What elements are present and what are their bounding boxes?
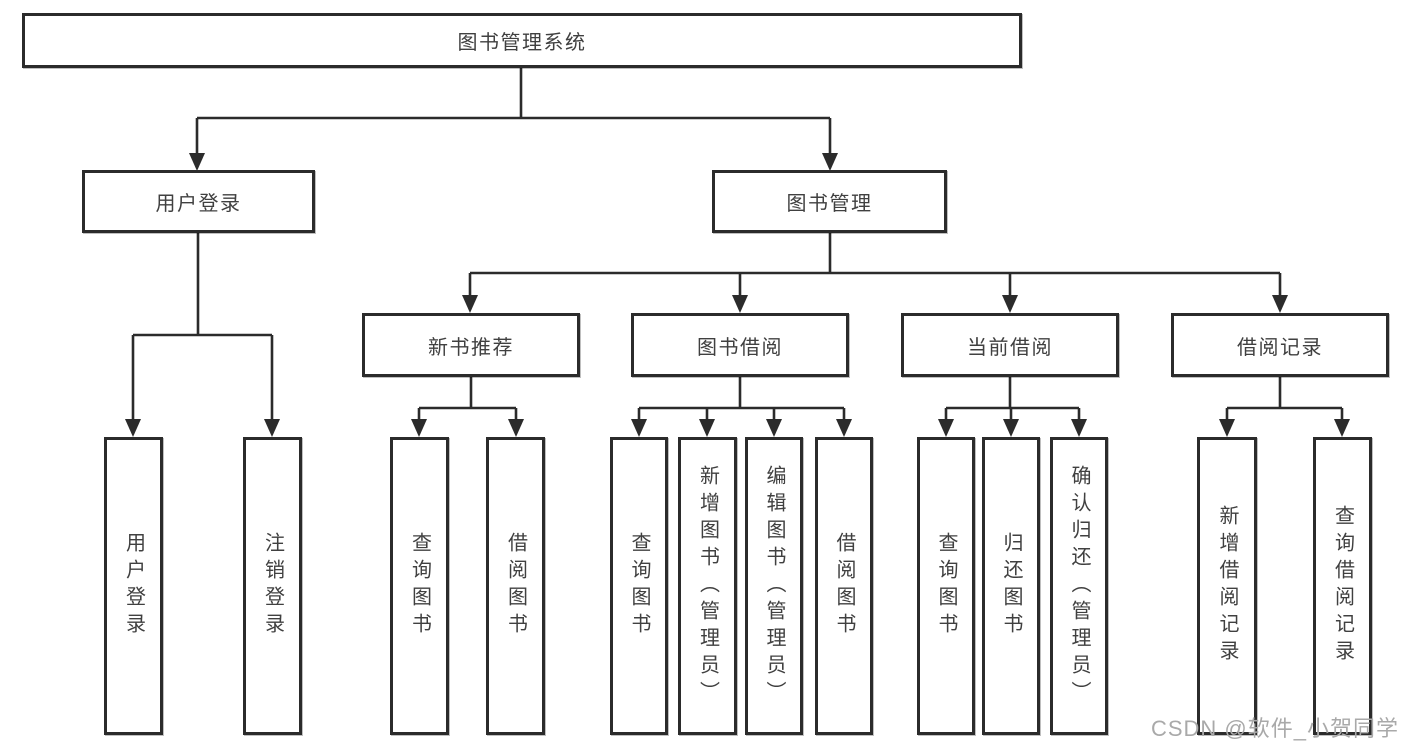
- leaf-user-login: 用户登录: [104, 437, 163, 735]
- leaf-borrow-books-1: 借阅图书: [486, 437, 545, 735]
- node-label: 查询借阅记录: [1331, 505, 1354, 667]
- leaf-query-books-3: 查询图书: [917, 437, 975, 735]
- wire-book-borrowing-children: [631, 377, 852, 437]
- node-label: 用户登录: [155, 193, 242, 215]
- node-label: 新书推荐: [428, 336, 514, 359]
- wire-current-borrowing-children: [938, 377, 1087, 437]
- csdn-watermark: CSDN @软件_小贺同学: [1150, 716, 1399, 741]
- node-label: 用户登录: [122, 532, 145, 640]
- node-current-borrowing: 当前借阅: [901, 313, 1119, 377]
- wire-root-to-level2: [189, 68, 838, 171]
- leaf-add-books-admin: 新增图书（管理员）: [678, 437, 737, 735]
- node-label: 查询图书: [935, 532, 957, 640]
- node-book-borrowing: 图书借阅: [631, 313, 849, 377]
- leaf-confirm-return-admin: 确认归还（管理员）: [1050, 437, 1108, 735]
- wire-user-login-children: [125, 233, 280, 437]
- leaf-add-borrow-record: 新增借阅记录: [1197, 437, 1257, 735]
- wire-new-book-recommend-children: [411, 377, 524, 437]
- node-label: 新增借阅记录: [1216, 505, 1238, 667]
- leaf-logout: 注销登录: [243, 437, 302, 735]
- node-label: 借阅图书: [504, 532, 527, 640]
- node-label: 查询图书: [628, 532, 650, 640]
- node-label: 图书借阅: [697, 336, 783, 359]
- wire-borrowing-records-children: [1219, 377, 1350, 437]
- leaf-borrow-books-2: 借阅图书: [815, 437, 873, 735]
- node-label: 确认归还（管理员）: [1068, 464, 1090, 708]
- node-label: 当前借阅: [967, 336, 1053, 359]
- node-book-management: 图书管理: [712, 170, 947, 233]
- node-borrowing-records: 借阅记录: [1171, 313, 1389, 377]
- leaf-query-borrow-record: 查询借阅记录: [1313, 437, 1372, 735]
- node-label: 注销登录: [261, 532, 284, 640]
- wire-book-management-children: [462, 233, 1288, 313]
- leaf-query-books-2: 查询图书: [610, 437, 668, 735]
- node-library-management-system: 图书管理系统: [22, 13, 1022, 68]
- node-label: 借阅记录: [1237, 336, 1323, 359]
- leaf-edit-books-admin: 编辑图书（管理员）: [745, 437, 803, 735]
- node-label: 新增图书（管理员）: [696, 464, 719, 708]
- node-user-login: 用户登录: [82, 170, 315, 233]
- node-label: 归还图书: [1000, 532, 1022, 640]
- node-new-book-recommend: 新书推荐: [362, 313, 580, 377]
- node-label: 编辑图书（管理员）: [763, 464, 785, 708]
- node-label: 查询图书: [408, 532, 431, 640]
- node-label: 图书管理系统: [457, 32, 587, 54]
- node-label: 借阅图书: [833, 532, 855, 640]
- leaf-return-books: 归还图书: [982, 437, 1040, 735]
- node-label: 图书管理: [786, 193, 873, 215]
- leaf-query-books-1: 查询图书: [390, 437, 449, 735]
